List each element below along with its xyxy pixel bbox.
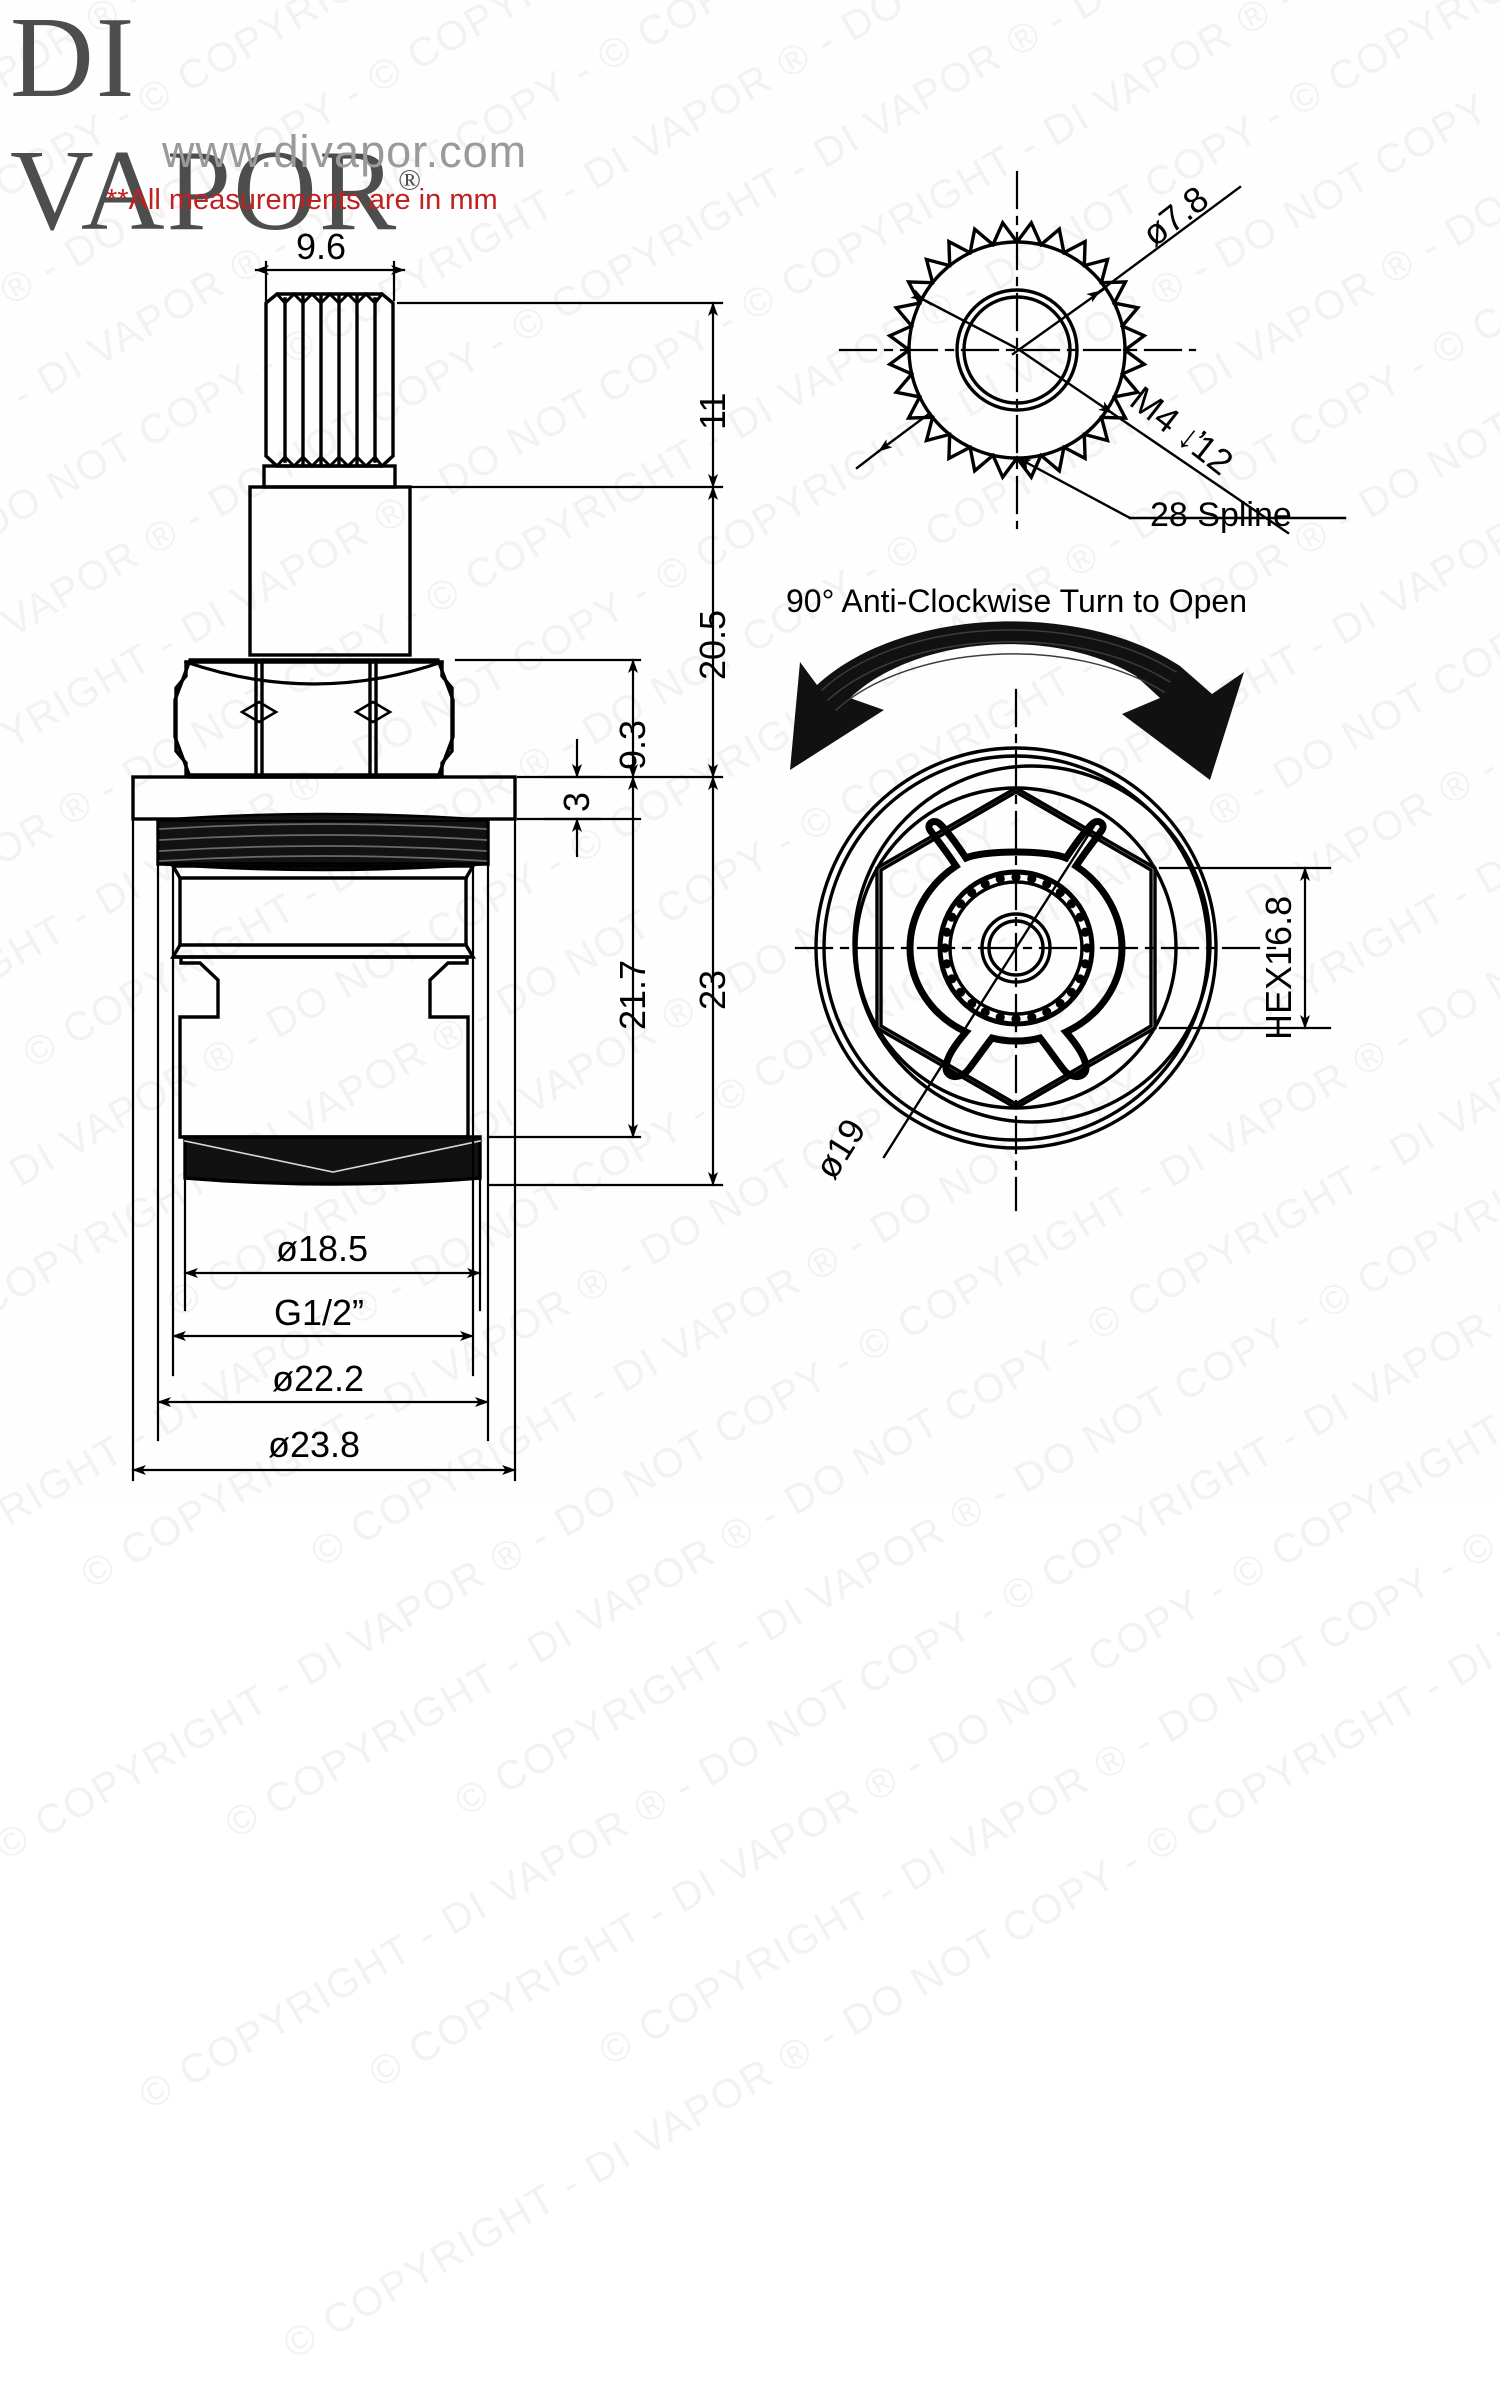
inner-spline-tooth [1042,1007,1052,1017]
spline-detail-view [838,170,1347,535]
side-view-shaft [248,485,412,657]
inner-spline-tooth [967,998,977,1009]
dim-overall-lower: 23 [692,969,733,1010]
inner-spline-tooth [947,912,957,922]
registered-mark-icon: ® [398,163,424,197]
inner-spline-tooth [1066,899,1077,909]
inner-spline-tooth [1042,879,1052,889]
dim-hex-to-flange: 9.3 [612,719,653,770]
dim-thread-diameter: ø22.2 [272,1358,365,1399]
spline-teeth [886,219,1148,481]
inner-spline-tooth [1082,943,1092,953]
inner-spline-tooth [1080,959,1090,969]
inner-spline-tooth [947,974,957,984]
inner-spline-tooth [1080,927,1090,937]
inner-spline-tooth [1066,987,1077,997]
dim-seat-diameter: ø18.5 [276,1228,369,1269]
company-logo: DI VAPOR® [10,0,424,255]
inner-spline-tooth [980,879,990,889]
dim-upper-assembly: 20.5 [692,609,733,680]
inner-spline-tooth [1075,912,1085,922]
inner-spline-tooth [942,927,952,937]
callout-hex-across-flats: HEX16.8 [1258,895,1299,1040]
side-view-bottom-dimensions [131,788,517,1482]
technical-drawing-svg [131,170,1347,1482]
inner-spline-tooth [967,887,977,898]
callout-screw-thread: M4 ↓̓12 [1122,378,1242,483]
bottom-plan-view [790,621,1332,1212]
bottom-view-title: 90° Anti-Clockwise Turn to Open [786,583,1248,619]
callout-bore-diameter: ø7.8 [1134,177,1217,255]
dim-flange-thickness: 3 [556,791,597,812]
inner-spline-tooth [1011,1014,1021,1024]
inner-spline-tooth [1027,1012,1037,1022]
inner-spline-tooth [995,874,1005,884]
inner-spline-tooth [955,899,966,909]
inner-spline-tooth [980,1007,990,1017]
dim-spline-height: 11 [692,392,733,430]
inner-spline-tooth [942,959,952,969]
inner-spline-tooth [955,987,966,997]
inner-spline-tooth [995,1012,1005,1022]
callout-seat-bore: ø19 [806,1111,874,1186]
dim-flange-diameter: ø23.8 [268,1424,361,1465]
inner-spline-tooth [1011,872,1021,882]
inner-spline-tooth [1055,998,1065,1009]
inner-spline-tooth [1075,974,1085,984]
side-view-bottom-seal [183,1135,482,1186]
dim-body-height: 21.7 [612,959,653,1030]
callout-spline-count: 28 Spline [1150,496,1292,534]
side-view-hex-nut [173,658,455,779]
dim-stem-width: 9.6 [296,226,347,267]
side-view-dimension-lines [254,260,724,1187]
side-view-stem [262,291,397,489]
rotation-arrow [790,621,1244,780]
measurement-note: **All measurements are in mm [106,184,498,216]
inner-spline-tooth [1027,874,1037,884]
website-url: www.divapor.com [162,126,528,177]
inner-spline-tooth [1055,887,1065,898]
dim-thread-spec: G1/2” [274,1292,365,1333]
inner-spline-tooth [940,943,950,953]
